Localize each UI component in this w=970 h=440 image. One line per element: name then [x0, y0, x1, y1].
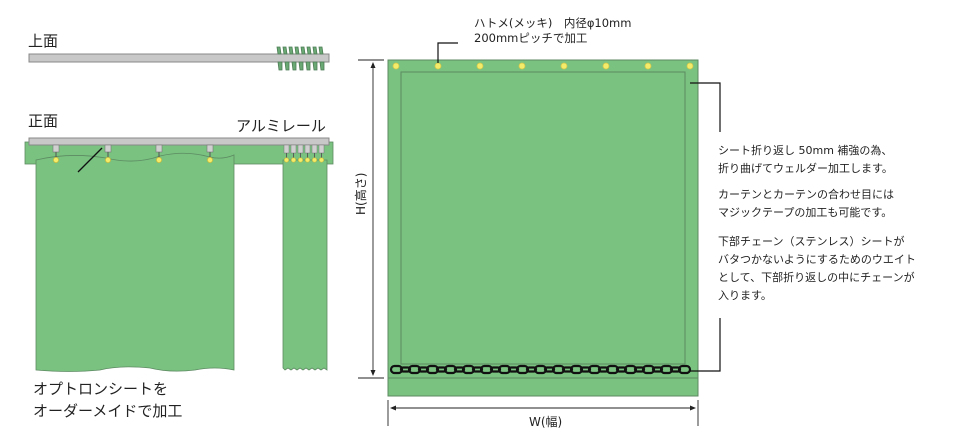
caption-line-2: オーダーメイドで加工 [33, 402, 183, 420]
top-view-stacked-sheets [276, 46, 325, 71]
front-view-curtain-stacked [282, 159, 328, 371]
front-view-label: 正面 [28, 112, 59, 130]
width-label: W(幅) [529, 415, 563, 429]
bottom-chain [389, 364, 692, 375]
caption-line-1: オプトロンシートを [33, 380, 169, 398]
grommets [392, 62, 694, 70]
note-bottom-chain: 下部チェーン（ステンレス）シートが バタつかないようにするためのウエイト として… [718, 235, 916, 302]
front-view-runners-wide [52, 144, 214, 173]
leader-lines [437, 42, 721, 372]
note-velcro-option: カーテンとカーテンの合わせ目には マジックテープの加工も可能です。 [718, 188, 894, 219]
front-view-runners-stacked [283, 144, 325, 163]
front-view-curtain-wide [35, 152, 235, 372]
note-fold-reinforcement: シート折り返し 50mm 補強の為、 折り曲げてウェルダー加工します。 [718, 144, 893, 175]
sheet-panel [387, 59, 699, 397]
grommet-note-line-1: ハトメ(メッキ) 内径φ10mm [474, 16, 632, 30]
height-label: H(高さ) [354, 172, 368, 215]
height-dimension [358, 59, 384, 379]
top-view-label: 上面 [28, 32, 59, 50]
front-view-rail [28, 137, 330, 146]
grommet-note-line-2: 200mmピッチで加工 [474, 31, 588, 45]
top-view-rail [28, 53, 330, 63]
aluminum-rail-label: アルミレール [236, 117, 326, 135]
width-dimension [387, 400, 699, 426]
